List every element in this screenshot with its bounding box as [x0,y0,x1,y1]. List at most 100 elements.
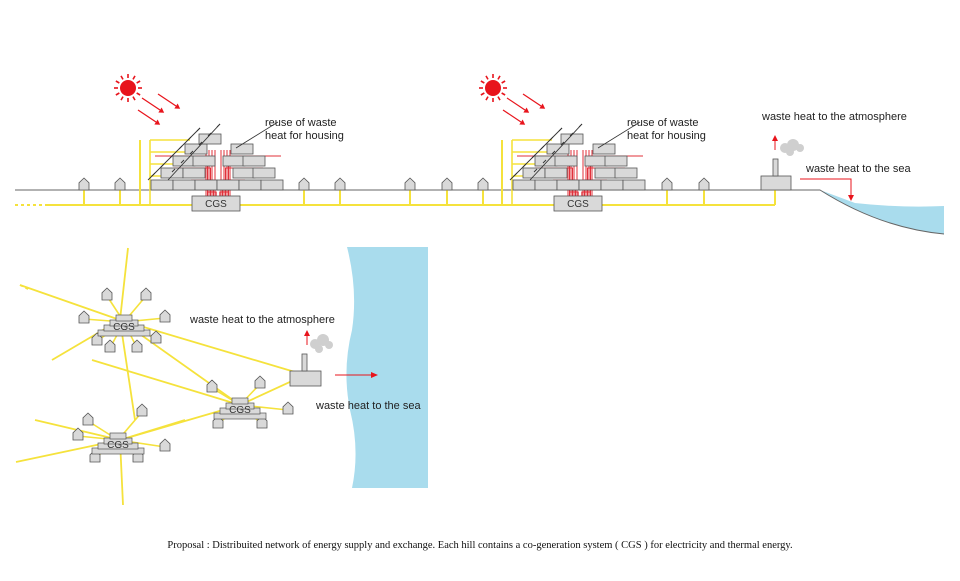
figure-caption: Proposal : Distribuited network of energ… [167,540,793,551]
plan-network-lines [15,247,306,506]
terrace-building [614,167,638,179]
house-icon [72,427,84,441]
sea-plan [346,247,428,488]
atmosphere-label-top: waste heat to the atmosphere [761,111,907,123]
section-elevation: CGS CGS reuse of waste heat f [15,74,945,235]
house-icon [140,287,152,301]
terrace-building [184,143,208,155]
house-icon [282,401,294,415]
arrow-up-icon [772,135,778,150]
atmosphere-label-bottom: waste heat to the atmosphere [189,314,335,326]
sea-label-top: waste heat to the sea [805,163,911,175]
terrace-building [150,179,174,191]
sun-rays [114,74,142,102]
cgs-label: CGS [567,199,589,210]
terrace-building [534,155,558,167]
house-icon [101,287,113,301]
terrace-building [232,167,256,179]
house-icon [136,403,148,417]
house-icon [404,177,416,191]
terrace-building [172,155,196,167]
house-icon [441,177,453,191]
terrace-building [592,143,616,155]
house-icon [159,438,171,452]
house-icon [104,339,116,353]
arrow-right-icon [335,372,378,378]
power-plant-top [760,135,854,201]
house-icon [159,309,171,323]
arrow-down-right-icon [800,178,854,201]
terrace-building [546,143,570,155]
sunlight-arrow-icon [502,109,526,125]
sunlight-arrow-icon [157,93,181,109]
smoke-icon [780,139,804,156]
plan-hill: CGS [206,375,294,429]
terrace-building [604,155,628,167]
plan-hill: CGS [78,287,171,353]
sun-icon [114,74,181,125]
solar-panel-icon [147,123,221,181]
house-icon [334,177,346,191]
terrace-building [222,155,246,167]
smoke-icon [310,334,333,353]
terrace-building [238,179,262,191]
terrace-building [192,155,216,167]
terrace-building [534,179,558,191]
terrace-building [584,155,608,167]
house-icon [82,412,94,426]
house-icon [661,177,673,191]
cgs-label: CGS [205,199,227,210]
house-icon [150,330,162,344]
house-icon [698,177,710,191]
sea-label-bottom: waste heat to the sea [315,400,421,412]
cgs-label: CGS [113,322,135,333]
sunlight-arrow-icon [522,93,546,109]
arrow-up-icon [304,330,310,345]
terrace-building [554,155,578,167]
terrace-building [622,179,646,191]
terrace-building [544,167,568,179]
cgs-box [553,195,603,212]
reuse-heat-label-1: reuse of waste heat for housing [265,117,344,142]
underground-network [15,140,776,206]
plan-hills: CGS CGS CGS [72,287,294,463]
sun-rays [479,74,507,102]
cgs-label: CGS [229,405,251,416]
sunlight-arrow-icon [137,109,161,125]
plan-hill: CGS [72,403,171,463]
cgs-label: CGS [107,440,129,451]
terrace-building [252,167,276,179]
ground-line [15,189,945,235]
terrace-building [230,143,254,155]
terrace-building [260,179,284,191]
house-icon [298,177,310,191]
house-icon [477,177,489,191]
terrace-building [242,155,266,167]
power-plant-plan [289,330,378,387]
terrace-building [600,179,624,191]
plan-network: CGS CGS CGS waste heat to the atmosphere w… [15,247,428,506]
reuse-heat-label-2: reuse of waste heat for housing [627,117,706,142]
house-icon [78,177,90,191]
terrace-building [172,179,196,191]
solar-panel-icon [509,123,583,181]
house-icon [206,379,218,393]
terrace-building [594,167,618,179]
ground-houses [78,177,710,191]
terrace-building [556,179,580,191]
sea-top [820,190,944,234]
terrace-building [522,167,546,179]
sun-icon [479,74,546,125]
house-icon [131,339,143,353]
sunlight-arrow-icon [506,97,530,113]
terrace-building [182,167,206,179]
cgs-box [191,195,241,212]
hill-section-1: CGS [147,121,284,212]
house-icon [78,310,90,324]
terrace-building [194,179,218,191]
terrace-building [160,167,184,179]
terrace-building [578,179,602,191]
sunlight-arrow-icon [141,97,165,113]
house-icon [254,375,266,389]
terrace-building [512,179,536,191]
